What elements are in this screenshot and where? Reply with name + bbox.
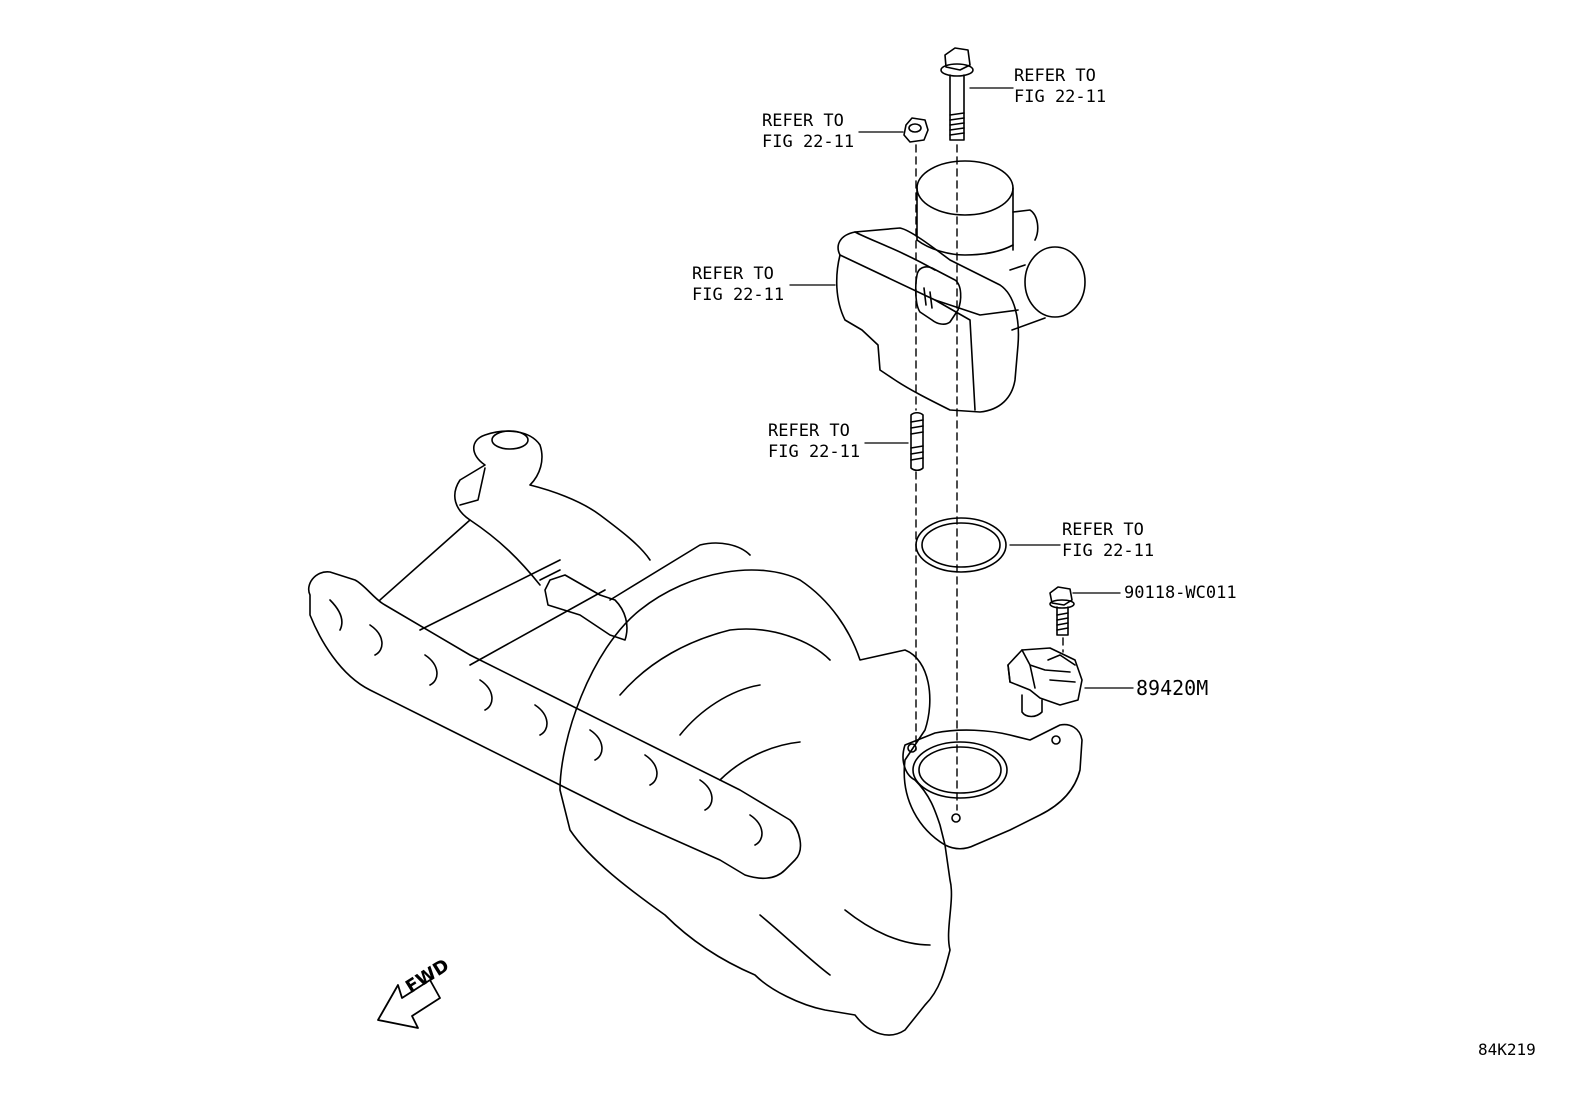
callout-line-1: REFER TO xyxy=(762,111,844,131)
bolt-top xyxy=(940,47,974,141)
callout-line-2: FIG 22-11 xyxy=(692,285,785,305)
gasket xyxy=(915,517,1007,573)
callout-line-1: REFER TO xyxy=(1014,66,1096,86)
leader-lines xyxy=(789,87,1134,689)
part-number-bolt: 90118-WC011 xyxy=(1124,583,1237,603)
figure-id: 84K219 xyxy=(1478,1040,1536,1059)
nut-top xyxy=(903,117,929,143)
forward-arrow-icon xyxy=(377,979,441,1029)
callout-bolt-top: REFER TO FIG 22-11 xyxy=(1014,66,1106,108)
alignment-lines xyxy=(915,144,1064,811)
callout-line-2: FIG 22-11 xyxy=(1014,87,1107,107)
part-number-sensor: 89420M xyxy=(1136,676,1209,700)
callout-nut-top: REFER TO FIG 22-11 xyxy=(762,111,854,153)
sensor-bolt xyxy=(1049,586,1075,636)
callout-line-1: REFER TO xyxy=(1062,520,1144,540)
callout-line-1: REFER TO xyxy=(692,264,774,284)
intake-manifold xyxy=(308,430,1083,1036)
map-sensor xyxy=(1007,647,1083,718)
throttle-body xyxy=(835,160,1086,413)
callout-stud: REFER TO FIG 22-11 xyxy=(768,421,860,463)
callout-line-1: REFER TO xyxy=(768,421,850,441)
callout-line-2: FIG 22-11 xyxy=(1062,541,1155,561)
callout-throttle-body: REFER TO FIG 22-11 xyxy=(692,264,784,306)
callout-line-2: FIG 22-11 xyxy=(762,132,855,152)
callout-line-2: FIG 22-11 xyxy=(768,442,861,462)
stud xyxy=(910,411,924,472)
callout-gasket: REFER TO FIG 22-11 xyxy=(1062,520,1154,562)
